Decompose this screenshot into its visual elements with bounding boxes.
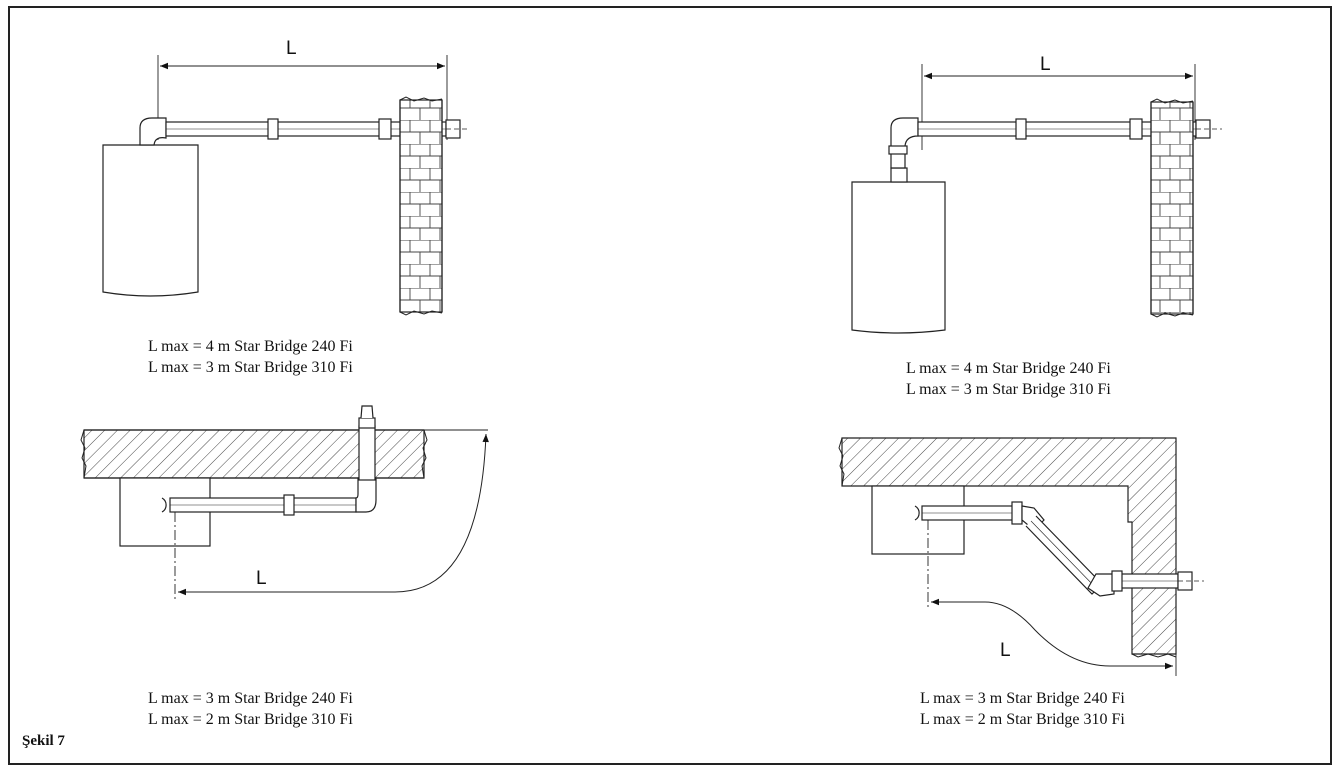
caption-bottom-left: L max = 3 m Star Bridge 240 Fi L max = 2… [148, 688, 353, 730]
dimension-curve [931, 598, 1173, 670]
caption-bottom-right: L max = 3 m Star Bridge 240 Fi L max = 2… [920, 688, 1125, 730]
caption-line: L max = 3 m Star Bridge 310 Fi [148, 359, 353, 376]
brick-wall [399, 99, 443, 313]
panel-bottom-left [80, 405, 489, 600]
caption-line: L max = 2 m Star Bridge 310 Fi [920, 711, 1125, 728]
boiler [102, 144, 199, 297]
figure-label: Şekil 7 [22, 733, 65, 749]
caption-line: L max = 4 m Star Bridge 240 Fi [148, 338, 353, 355]
caption-line: L max = 3 m Star Bridge 240 Fi [920, 690, 1125, 707]
caption-line: L max = 2 m Star Bridge 310 Fi [148, 711, 353, 728]
flue-elbow [139, 117, 167, 146]
panel-top-left [102, 55, 470, 316]
brick-wall [1150, 101, 1194, 315]
caption-line: L max = 3 m Star Bridge 310 Fi [906, 381, 1111, 398]
caption-line: L max = 3 m Star Bridge 240 Fi [148, 690, 353, 707]
dimension-label: L [286, 38, 297, 59]
figure-frame [8, 6, 1332, 765]
caption-top-right: L max = 4 m Star Bridge 240 Fi L max = 3… [906, 358, 1111, 400]
caption-line: L max = 4 m Star Bridge 240 Fi [906, 360, 1111, 377]
caption-top-left: L max = 4 m Star Bridge 240 Fi L max = 3… [148, 336, 353, 378]
panel-top-right [851, 64, 1222, 334]
dimension-label: L [256, 568, 267, 589]
dimension-curve [178, 433, 489, 596]
dimension-label: L [1000, 640, 1011, 661]
flue-elbow [355, 477, 377, 513]
flue-elbow [890, 117, 919, 169]
dimension-label: L [1040, 54, 1051, 75]
boiler [851, 181, 946, 334]
panel-bottom-right [838, 437, 1204, 676]
